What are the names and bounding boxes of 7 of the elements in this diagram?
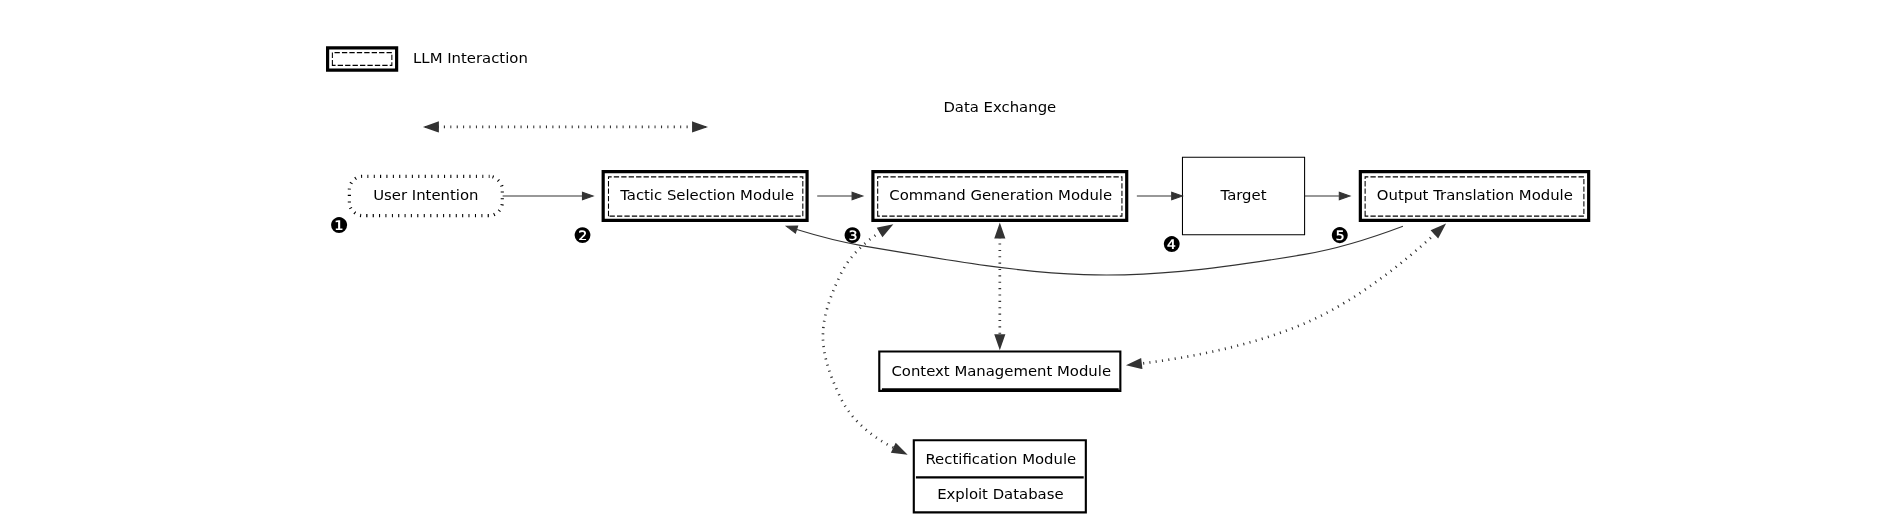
legend-label: Data Exchange: [942, 97, 1056, 116]
node-label: ❷: [572, 223, 592, 249]
node-label: ❺: [1329, 223, 1349, 249]
node-label: ❶: [328, 212, 348, 238]
node-label: ❸: [842, 223, 862, 249]
legend-label: LLM Interaction: [412, 48, 528, 67]
node-label: ❹: [1161, 231, 1181, 257]
